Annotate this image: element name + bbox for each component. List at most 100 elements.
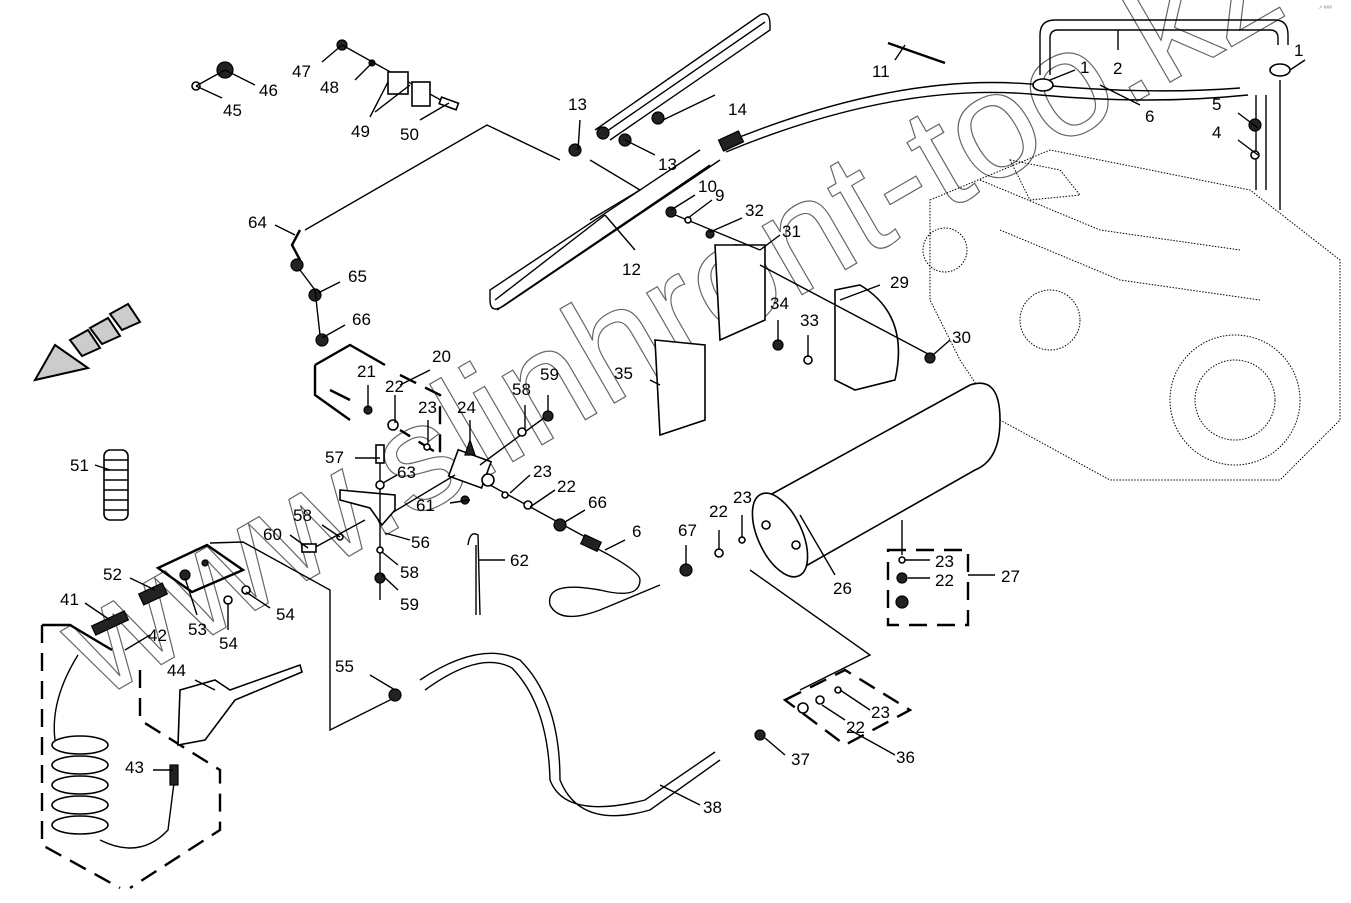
callout-24: 24 [457,398,476,417]
kit-box-42-top [42,623,113,652]
washer-54b [241,585,251,595]
callout-54: 54 [276,605,295,624]
callout-50: 50 [400,125,419,144]
plug-36 [797,702,809,714]
callout-38: 38 [703,798,722,817]
callout-55: 55 [335,657,354,676]
callout-6: 6 [632,522,641,541]
hose-38 [419,652,721,817]
callout-61: 61 [416,496,435,515]
callout-13: 13 [568,95,587,114]
pipe-12 [489,159,721,311]
washer-23d [898,556,906,564]
engine [922,149,1341,481]
air-tank-26 [751,382,1001,578]
fitting-67 [679,563,693,577]
callout-11: 11 [872,62,890,81]
clamp-49b [411,81,431,107]
pipe-6-upper [719,81,1249,153]
callout-26: 26 [833,579,852,598]
fitting-14b [651,111,665,125]
screw-30 [924,352,936,364]
clamp-49a [387,71,409,95]
washer-54a [223,595,233,605]
plug-27 [895,595,909,609]
callout-35: 35 [614,364,633,383]
pipe-64-66 [299,269,321,336]
washer-22c [714,548,724,558]
pipe-2-down [1255,80,1281,210]
callout-30: 30 [952,328,971,347]
washer-33 [803,355,813,365]
callout-43: 43 [125,758,144,777]
nut-59b [374,572,386,584]
callout-10: 10 [698,177,717,196]
callout-22: 22 [709,502,728,521]
bolt-57 [375,444,385,464]
callout-6: 6 [1145,107,1154,126]
callout-58: 58 [400,563,419,582]
bracket-leader [759,264,931,356]
fitting [717,130,745,152]
clamp-1 [1032,78,1054,92]
washer-23b [501,491,509,499]
pipe-2 [1039,19,1289,75]
callout-51: 51 [70,456,89,475]
assembly-line [304,124,642,231]
callout-59: 59 [540,365,559,384]
washer-53 [201,559,209,567]
callout-31: 31 [782,222,801,241]
callout-21: 21 [357,362,376,381]
callout-22: 22 [385,377,404,396]
kit-box-20 [313,343,442,458]
elbow-64 [290,229,302,261]
callout-65: 65 [348,267,367,286]
bracket-56 [339,489,396,527]
washer-63 [375,480,385,490]
callout-1: 1 [1294,41,1303,60]
fitting-21-thread [329,388,351,402]
kit-box-27 [886,548,970,627]
callout-49: 49 [351,122,370,141]
fitting-55 [388,688,402,702]
bracket-35 [654,339,706,437]
callout-leaders [84,30,1306,806]
callout-27: 27 [1001,567,1020,586]
valve-24 [447,438,495,490]
washer-32 [705,229,715,239]
callout-37: 37 [791,750,810,769]
callout-57: 57 [325,448,344,467]
callout-62: 62 [510,551,529,570]
seal-4 [1250,150,1260,160]
callout-23: 23 [533,462,552,481]
hose-62 [467,533,481,616]
pipe-14 [594,13,771,141]
callout-46: 46 [259,81,278,100]
callout-labels: 1 1 2 4 5 6 6 9 10 11 12 13 13 14 20 21 … [60,41,1303,817]
washer-9 [684,216,692,224]
callout-67: 67 [678,521,697,540]
washer-22 [387,419,399,431]
callout-34: 34 [770,294,789,313]
callout-36: 36 [896,748,915,767]
kit-box-42 [40,625,222,890]
callout-58: 58 [512,380,531,399]
corner-mark: ↗ ### [1318,5,1332,11]
callout-22: 22 [557,477,576,496]
callout-23: 23 [418,398,437,417]
callout-9: 9 [715,186,724,205]
callout-53: 53 [188,620,207,639]
callout-66: 66 [588,493,607,512]
direction-arrow-icon [33,302,142,382]
callout-56: 56 [411,533,430,552]
tank-drain-line [749,569,872,691]
callout-29: 29 [890,273,909,292]
bracket-29 [834,284,900,391]
callout-14: 14 [728,100,747,119]
leader-45-46 [195,69,226,87]
callout-60: 60 [263,525,282,544]
nut-10 [665,206,677,218]
callout-13: 13 [658,155,677,174]
fitting-64 [290,258,304,272]
